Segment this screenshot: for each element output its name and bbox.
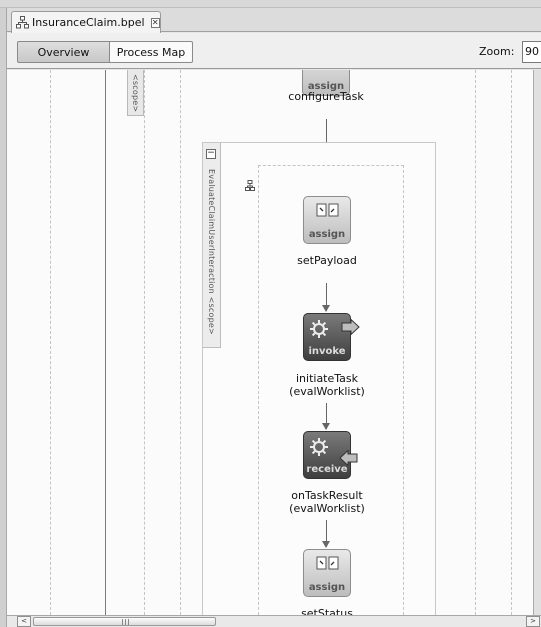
send-arrow-icon <box>341 319 360 335</box>
scroll-right-icon[interactable]: > <box>526 616 540 627</box>
assign-icon <box>316 203 339 217</box>
collapse-scope-icon[interactable]: − <box>206 148 216 159</box>
top-strip <box>0 0 541 8</box>
flow-arrow <box>322 283 330 312</box>
process-map-button[interactable]: Process Map <box>109 41 193 63</box>
activity-label-ontaskresult: onTaskResult (evalWorklist) <box>289 489 365 515</box>
activity-ontaskresult[interactable]: receive <box>303 431 358 479</box>
outer-scope-label: <scope> <box>131 74 140 113</box>
activity-setpayload[interactable]: assign <box>303 196 351 244</box>
zoom-input[interactable]: 90 <box>522 41 541 63</box>
activity-label-initiatetask: initiateTask (evalWorklist) <box>289 372 365 398</box>
editor-tab-label: InsuranceClaim.bpel <box>32 16 145 29</box>
outer-scope-tab[interactable]: <scope> <box>127 70 144 116</box>
scrollbar-thumb[interactable] <box>33 617 216 626</box>
bpel-process-icon <box>16 16 30 30</box>
sequence-container <box>258 165 404 615</box>
editor-tab-insuranceclaim[interactable]: InsuranceClaim.bpel ✕ <box>11 11 161 33</box>
swimlane-guide <box>475 70 476 615</box>
activity-initiatetask[interactable]: invoke <box>303 313 360 361</box>
horizontal-scrollbar[interactable]: < > <box>7 615 541 627</box>
scroll-left-icon[interactable]: < <box>17 616 31 627</box>
activity-type-label: assign <box>308 582 346 593</box>
inner-scope-label: EvaluateClaimUserInteraction <scope> <box>207 169 216 335</box>
assign-icon <box>316 556 339 570</box>
activity-label-setpayload: setPayload <box>297 254 357 267</box>
editor-tab-bar: InsuranceClaim.bpel ✕ <box>7 8 541 33</box>
swimlane-guide <box>180 70 181 615</box>
flow-arrow <box>322 403 330 430</box>
close-tab-icon[interactable]: ✕ <box>150 17 160 28</box>
swimlane-guide <box>144 70 145 615</box>
right-panel-edge <box>533 70 541 615</box>
designer-toolbar: Overview Process Map Zoom: 90 <box>7 33 541 69</box>
activity-label-configuretask: configureTask <box>288 90 364 103</box>
gear-icon <box>310 438 328 456</box>
sequence-icon <box>245 180 255 191</box>
overview-button[interactable]: Overview <box>17 41 110 63</box>
activity-type-label: receive <box>306 464 348 475</box>
receive-arrow-icon <box>339 450 358 466</box>
activity-configuretask[interactable]: assign <box>302 70 350 96</box>
process-map-canvas[interactable]: <scope> assign configureTask − EvaluateC… <box>7 70 533 615</box>
activity-type-label: assign <box>307 81 345 92</box>
gear-icon <box>310 320 328 338</box>
scope-side-panel: − EvaluateClaimUserInteraction <scope> <box>203 143 221 348</box>
grip-icon <box>122 619 129 625</box>
swimlane-guide <box>511 70 512 615</box>
activity-type-label: assign <box>308 229 346 240</box>
left-panel-edge <box>0 8 7 627</box>
zoom-label: Zoom: <box>479 45 515 58</box>
activity-type-label: invoke <box>308 346 346 357</box>
activity-setstatus[interactable]: assign <box>303 549 351 597</box>
swimlane-guide <box>50 70 51 615</box>
flow-arrow <box>322 520 330 548</box>
scope-border-line <box>105 70 106 615</box>
activity-label-setstatus: setStatus <box>301 607 353 615</box>
